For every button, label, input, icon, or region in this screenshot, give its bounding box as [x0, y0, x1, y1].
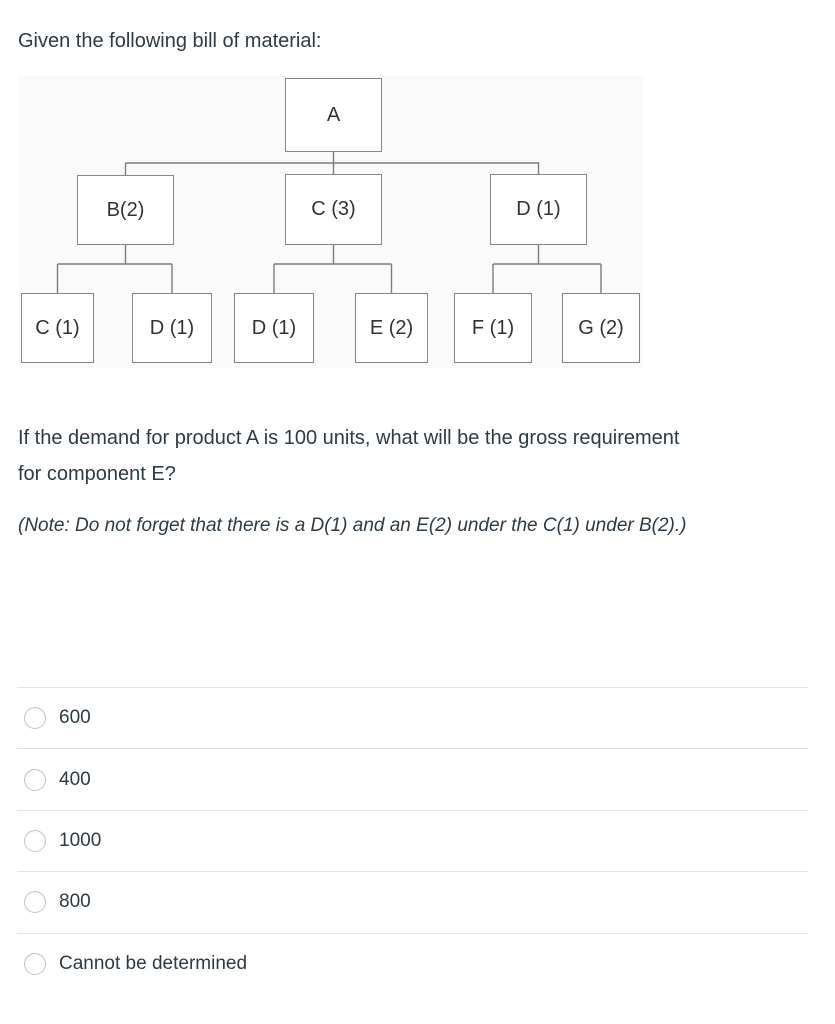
question-note: (Note: Do not forget that there is a D(1… [18, 515, 687, 536]
question-text-line2: for component E? [18, 463, 176, 485]
bom-connector-lines [56, 152, 602, 293]
bom-node-b2: B(2) [77, 175, 174, 245]
bom-node-d1: D (1) [490, 174, 587, 245]
radio-button-icon[interactable] [24, 952, 46, 975]
answer-option-label[interactable]: Cannot be determined [59, 952, 248, 974]
bom-node-a: A [285, 78, 382, 152]
radio-button-icon[interactable] [24, 891, 46, 914]
bom-node-c3: C (3) [285, 174, 382, 245]
answer-options-list: 600 400 1000 800 Cannot be determined [17, 687, 808, 994]
bom-diagram: A B(2) C (3) D (1) C (1) D (1) D (1) E (… [18, 76, 643, 368]
answer-option-row: 1000 [17, 809, 808, 871]
answer-option-row: 600 [17, 687, 808, 748]
answer-option-label[interactable]: 400 [59, 768, 91, 790]
radio-button-icon[interactable] [24, 707, 46, 730]
answer-option-label[interactable]: 800 [59, 891, 91, 913]
answer-option-row: Cannot be determined [17, 932, 808, 994]
bom-node-e2-of-c: E (2) [355, 293, 428, 363]
bom-node-d1-of-b: D (1) [132, 293, 212, 363]
radio-button-icon[interactable] [24, 768, 46, 791]
bom-node-c1-of-b: C (1) [21, 293, 94, 363]
bom-node-f1-of-d: F (1) [454, 293, 532, 363]
question-text-line1: If the demand for product A is 100 units… [18, 427, 680, 449]
radio-button-icon[interactable] [24, 829, 46, 852]
question-intro: Given the following bill of material: [18, 30, 322, 52]
answer-option-row: 800 [17, 871, 808, 932]
bom-node-g2-of-d: G (2) [562, 293, 640, 363]
answer-option-row: 400 [17, 748, 808, 809]
answer-option-label[interactable]: 600 [59, 707, 91, 729]
bom-node-d1-of-c: D (1) [234, 293, 314, 363]
answer-option-label[interactable]: 1000 [59, 829, 102, 851]
